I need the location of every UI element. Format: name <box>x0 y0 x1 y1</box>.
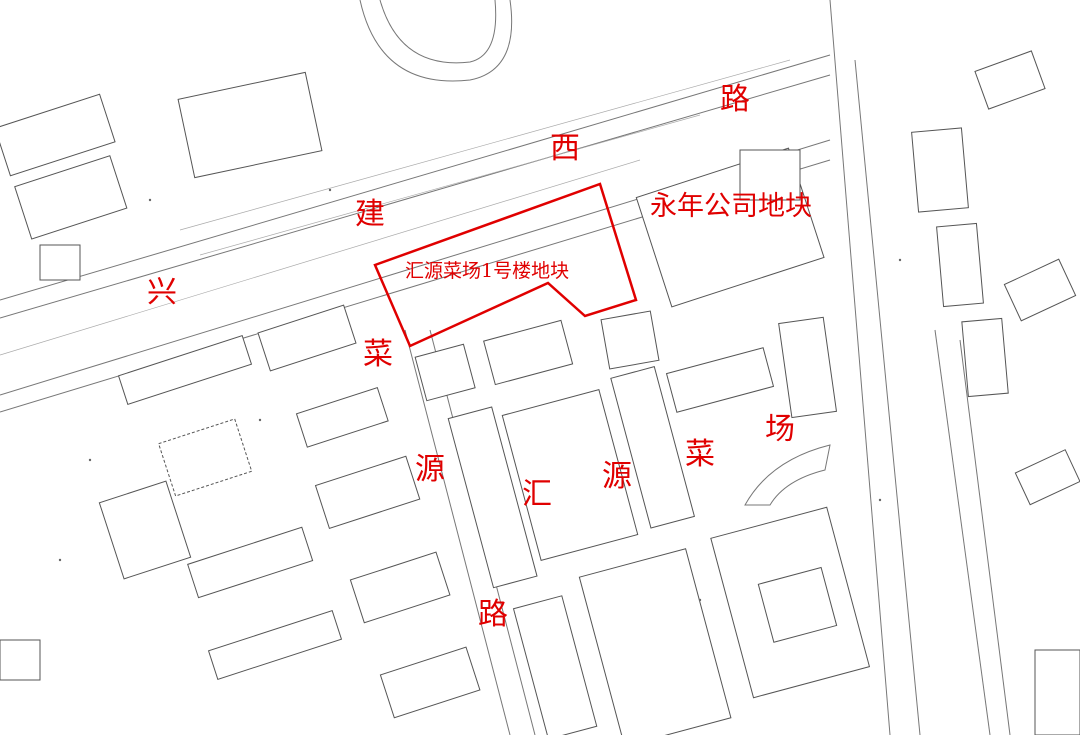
market-label-char: 场 <box>765 412 795 447</box>
market-label-char: 汇 <box>522 477 552 512</box>
road-east <box>829 0 1011 735</box>
market-label-char: 源 <box>602 459 632 494</box>
road-label-char: 菜 <box>363 337 393 372</box>
road-label-char: 路 <box>478 597 508 632</box>
site-boundary <box>373 182 638 348</box>
survey-points <box>58 188 902 602</box>
road-label-char: 西 <box>550 131 580 166</box>
road-label-char: 兴 <box>147 275 177 310</box>
road-label-char: 源 <box>415 452 445 487</box>
yongnian-parcel-label: 永年公司地块 <box>650 191 812 222</box>
market-label-char: 菜 <box>685 437 715 472</box>
road-label-char: 建 <box>355 197 385 232</box>
buildings <box>0 50 1080 735</box>
road-label-char: 路 <box>720 82 750 117</box>
site-parcel-label: 汇源菜场1号楼地块 <box>405 260 570 282</box>
